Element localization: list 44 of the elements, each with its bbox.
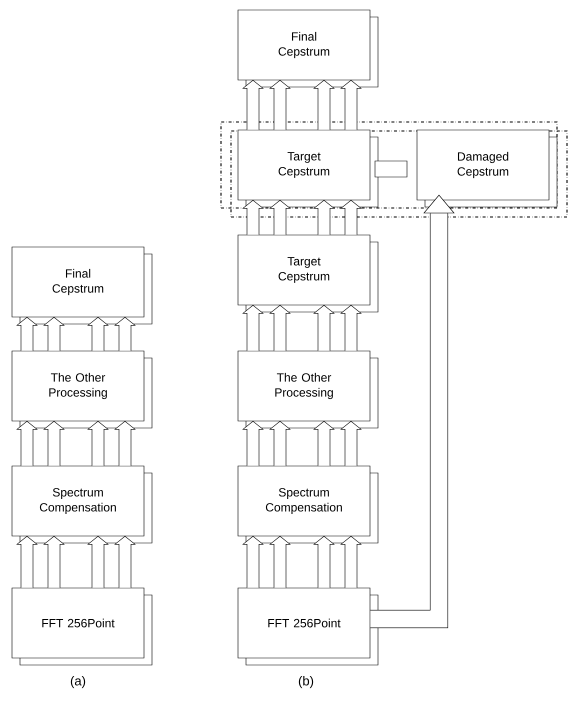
hollow-arrow — [313, 536, 335, 588]
hollow-arrow — [16, 536, 38, 588]
hollow-arrow — [340, 420, 362, 466]
process-box: The Other Processing — [12, 350, 152, 428]
hollow-arrow — [43, 316, 65, 351]
process-box: Final Cepstrum — [238, 10, 378, 88]
connector-box — [374, 160, 408, 178]
hollow-arrow — [340, 536, 362, 588]
hollow-arrow — [114, 536, 136, 588]
hollow-arrow — [340, 304, 362, 351]
hollow-arrow — [340, 200, 362, 235]
hollow-arrow — [269, 304, 291, 351]
hollow-arrow — [242, 420, 264, 466]
process-box: The Other Processing — [238, 350, 378, 428]
hollow-arrow — [242, 200, 264, 235]
process-box: Spectrum Compensation — [12, 466, 152, 544]
hollow-arrow — [242, 80, 264, 130]
hollow-arrow — [43, 536, 65, 588]
hollow-arrow — [269, 420, 291, 466]
process-box: Target Cepstrum — [238, 234, 378, 312]
hollow-arrow — [43, 420, 65, 466]
process-box: Final Cepstrum — [12, 246, 152, 324]
hollow-arrow — [340, 80, 362, 130]
hollow-arrow — [313, 420, 335, 466]
hollow-arrow — [87, 536, 109, 588]
hollow-arrow — [242, 304, 264, 351]
process-box: FFT 256Point — [238, 588, 378, 666]
process-box: FFT 256Point — [12, 588, 152, 666]
hollow-arrow — [269, 80, 291, 130]
hollow-arrow — [242, 536, 264, 588]
hollow-arrow — [313, 80, 335, 130]
process-box: Target Cepstrum — [238, 130, 378, 208]
hollow-arrow — [313, 304, 335, 351]
hollow-arrow — [269, 200, 291, 235]
hollow-arrow — [87, 420, 109, 466]
hollow-arrow — [114, 316, 136, 351]
process-box: Damaged Cepstrum — [416, 130, 558, 208]
process-box: Spectrum Compensation — [238, 466, 378, 544]
hollow-arrow — [269, 536, 291, 588]
hollow-arrow — [87, 316, 109, 351]
hollow-arrow — [313, 200, 335, 235]
hollow-arrow — [16, 316, 38, 351]
hollow-arrow — [16, 420, 38, 466]
hollow-arrow — [114, 420, 136, 466]
